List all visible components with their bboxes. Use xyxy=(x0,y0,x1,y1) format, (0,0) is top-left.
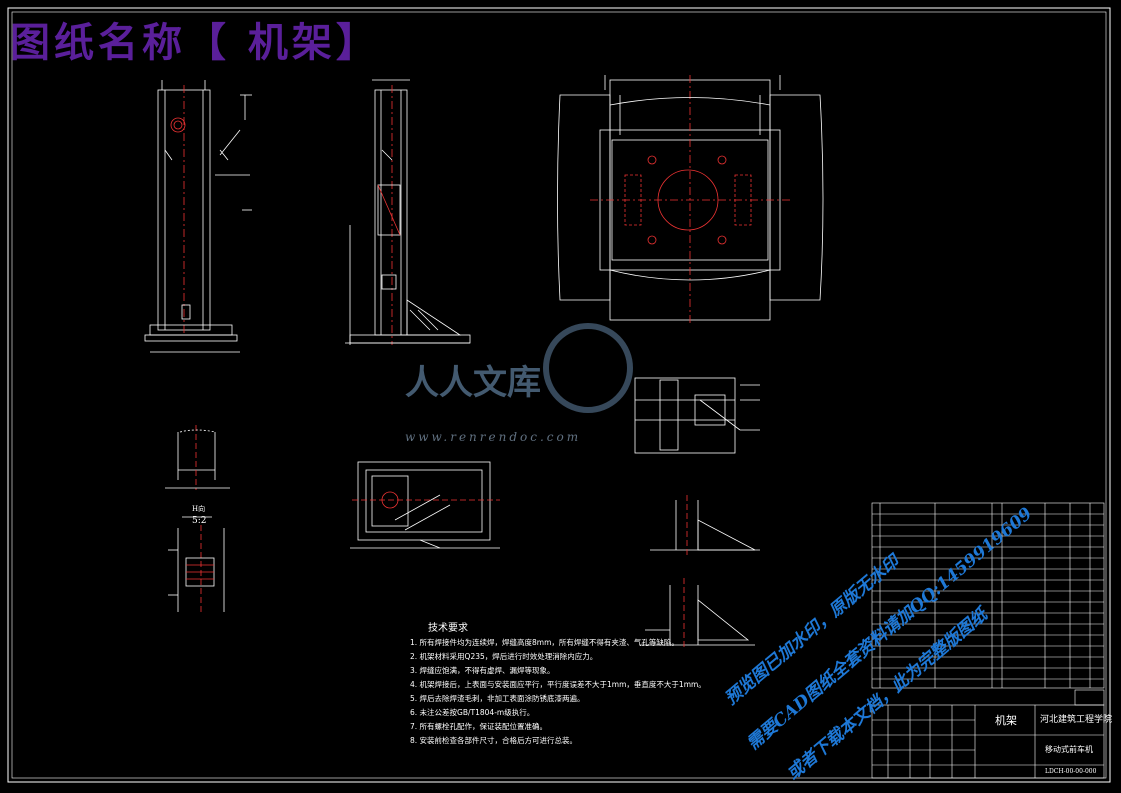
technical-requirements: 技术要求 1. 所有焊接件均为连续焊，焊缝高度8mm，所有焊缝不得有夹渣、气孔等… xyxy=(410,622,706,748)
title-block-drawing-no: LDCH-00-00-000 xyxy=(1045,768,1097,775)
front-elevation-view xyxy=(144,80,252,353)
watermark-logo-text: 人人文库 xyxy=(405,363,541,403)
detail-scale: 5:2 xyxy=(192,516,207,526)
drawing-title: 图纸名称【 机架】 xyxy=(10,19,380,66)
tech-req-item: 1. 所有焊接件均为连续焊，焊缝高度8mm，所有焊缝不得有夹渣、气孔等缺陷。 xyxy=(410,638,679,647)
tech-req-item: 2. 机架材料采用Q235，焊后进行时效处理消除内应力。 xyxy=(410,652,598,661)
tech-req-title: 技术要求 xyxy=(428,623,468,634)
tech-req-item: 5. 焊后去除焊渣毛刺，非加工表面涂防锈底漆两遍。 xyxy=(410,694,585,703)
tech-req-item: 6. 未注公差按GB/T1804-m级执行。 xyxy=(410,708,535,717)
title-block-part-name: 机架 xyxy=(995,714,1017,727)
section-view-lower xyxy=(640,578,755,650)
detail-h-view xyxy=(168,516,225,615)
base-plate-view xyxy=(350,461,500,549)
title-block-school: 河北建筑工程学院 xyxy=(1040,715,1113,725)
watermark-url: www.renrendoc.com xyxy=(405,430,582,444)
watermark-logo-icon xyxy=(543,323,633,413)
tech-req-item: 8. 安装前检查各部件尺寸，合格后方可进行总装。 xyxy=(410,736,578,745)
tech-req-item: 3. 焊缝应饱满，不得有虚焊、漏焊等现象。 xyxy=(410,666,555,675)
tech-req-item: 7. 所有螺栓孔配作，保证装配位置准确。 xyxy=(410,722,548,731)
section-view-upper xyxy=(634,377,760,454)
section-view-middle xyxy=(650,495,760,555)
tech-req-item: 4. 机架焊接后，上表面与安装面应平行，平行度误差不大于1mm，垂直度不大于1m… xyxy=(410,680,706,689)
plan-view xyxy=(557,75,824,325)
parts-list-rows xyxy=(872,513,1104,680)
section-detail-left xyxy=(165,425,230,490)
side-elevation-view xyxy=(345,79,471,345)
title-block-product: 移动式前车机 xyxy=(1045,745,1093,754)
detail-label: H向 xyxy=(192,505,206,513)
title-block xyxy=(871,689,1105,779)
